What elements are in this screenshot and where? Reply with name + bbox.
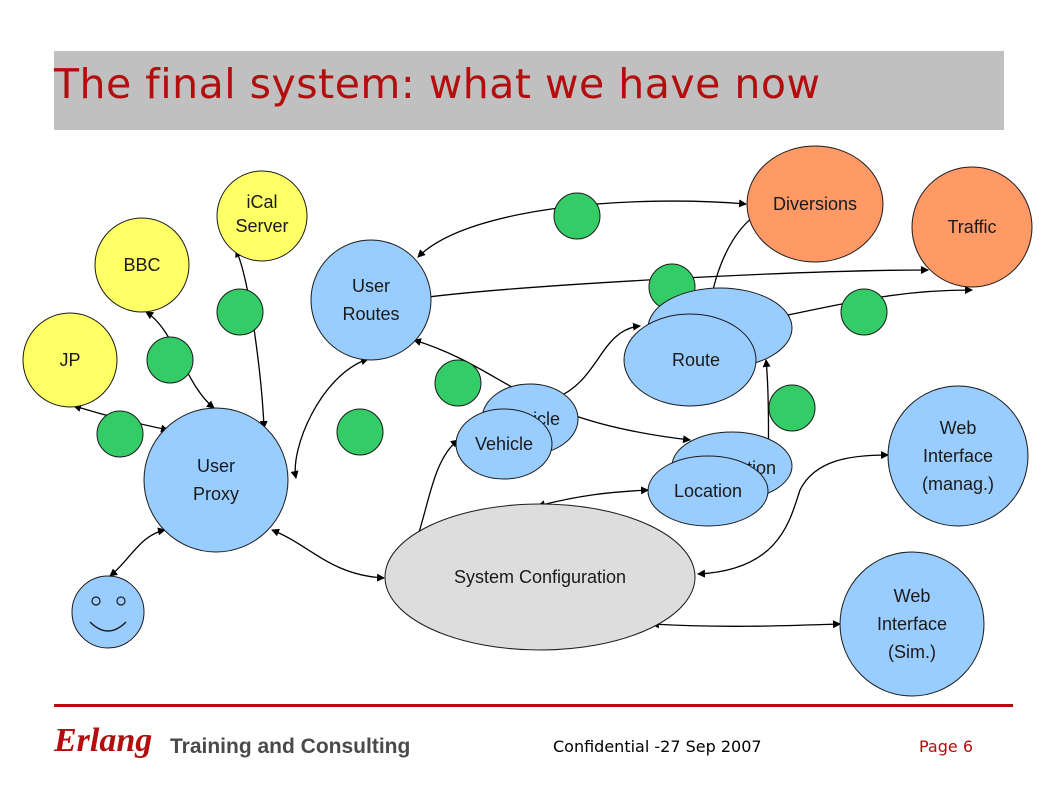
node-system-config-label: System Configuration [454,567,626,587]
footer-confidential: Confidential -27 Sep 2007 [553,737,762,756]
node-ical-server: iCal Server [216,170,308,262]
node-location: Location [647,455,769,527]
node-route: Route [623,313,757,407]
node-user-routes: User Routes [310,239,432,361]
message-marker [553,192,601,240]
node-web-interface-sim: Web Interface (Sim.) [839,551,985,697]
edge-config-websim [651,620,841,629]
edge-config-location [537,486,649,509]
node-user-proxy: User Proxy [143,407,289,553]
smiley-eye-icon [91,596,101,606]
node-web-manag-label-2: Interface [923,446,993,466]
message-marker [146,336,194,384]
footer-tagline: Training and Consulting [170,735,411,758]
node-diversions: Diversions [746,145,884,263]
node-user-proxy-label-1: User [197,456,235,476]
node-system-configuration: System Configuration [384,503,696,651]
node-traffic-label: Traffic [947,217,996,237]
footer-page-number: Page 6 [919,737,973,756]
node-jp-label: JP [59,350,80,370]
smiley-mouth-icon [89,621,127,632]
node-user-routes-label-1: User [352,276,390,296]
message-marker [96,410,144,458]
erlang-logo: Erlang [54,722,153,759]
node-user-smiley [71,575,145,649]
footer-divider [54,704,1013,707]
node-bbc-label: BBC [123,255,160,275]
node-web-sim-label-3: (Sim.) [888,642,936,662]
node-web-interface-manag: Web Interface (manag.) [887,385,1029,527]
node-user-routes-label-2: Routes [342,304,399,324]
node-jp: JP [22,312,118,408]
slide-title: The final system: what we have now [54,60,821,108]
message-marker [434,359,482,407]
edge-userroutes-proxy [290,357,369,479]
node-web-sim-label-2: Interface [877,614,947,634]
node-web-manag-label-3: (manag.) [922,474,994,494]
edge-ical-proxy [235,249,268,429]
edge-proxy-config [271,528,385,582]
node-ical-label-1: iCal [246,192,277,212]
title-bar [54,51,1004,130]
message-marker [336,408,384,456]
message-marker [216,288,264,336]
message-marker [768,384,816,432]
node-route-label: Route [672,350,720,370]
node-vehicle: Vehicle [455,408,553,480]
node-ical-label-2: Server [235,216,288,236]
edge-config-webmanag [697,451,889,578]
message-marker [840,288,888,336]
node-web-sim-label-1: Web [894,586,931,606]
node-location-label: Location [674,481,742,501]
node-traffic: Traffic [911,166,1033,288]
node-vehicle-label: Vehicle [475,434,533,454]
node-diversions-label: Diversions [773,194,857,214]
message-markers [96,192,888,458]
node-user-proxy-label-2: Proxy [193,484,239,504]
smiley-eye-icon [116,596,126,606]
edge-user-proxy [109,527,166,577]
node-bbc: BBC [94,217,190,313]
node-web-manag-label-1: Web [940,418,977,438]
